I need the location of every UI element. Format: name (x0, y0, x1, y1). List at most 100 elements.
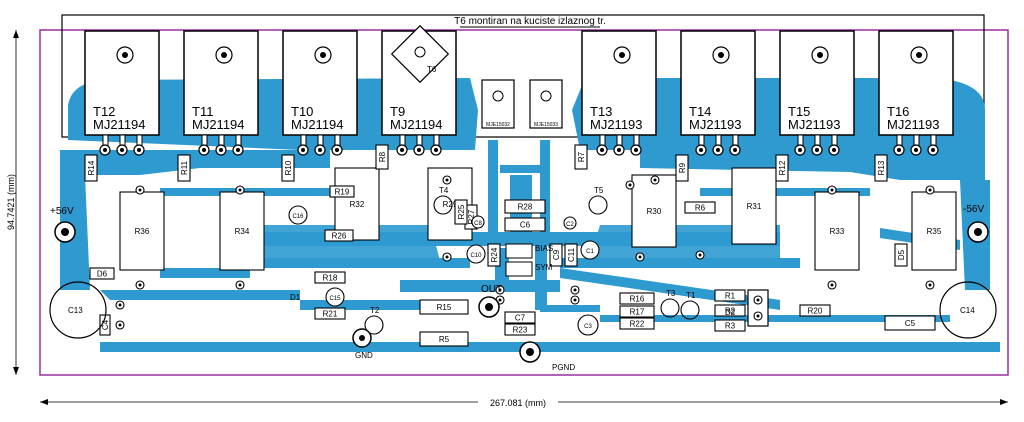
resistor-R15: R15 (419, 299, 469, 315)
C15-label: C15 (329, 296, 341, 302)
C5-label: C5 (905, 319, 916, 328)
C6-label: C6 (520, 221, 531, 230)
BIAS-label: BIAS (535, 244, 553, 253)
resistor-R20: R20 (799, 304, 831, 317)
R2-label: R2 (725, 307, 736, 316)
resistor-R23: R23 (504, 323, 536, 336)
width-label: 267.081 (mm) (490, 398, 546, 408)
resistor-R1: R1 (714, 289, 746, 302)
capacitor-C13: C13 (49, 281, 107, 339)
resistor-R26: R26 (324, 229, 354, 242)
C16-label: C16 (292, 214, 304, 220)
R33-label: R33 (830, 227, 845, 236)
resistor-R19: R19 (329, 185, 355, 198)
height-dimension: 94.7421 (mm) (6, 30, 19, 375)
resistor-C5: C5 (884, 315, 936, 331)
C3-label: C3 (584, 324, 592, 330)
driver-part-left: MJE15032 (486, 122, 510, 128)
resistor-R17: R17 (619, 305, 655, 318)
output-transistor-part: MJ21193 (590, 117, 643, 132)
resistor-R3: R3 (714, 319, 746, 332)
resistor-R28: R28 (504, 199, 546, 214)
heatsink-outline (61, 14, 985, 138)
R1-label: R1 (725, 292, 736, 301)
resistor-R10: R10 (281, 154, 295, 182)
negative-label: -56V (963, 204, 984, 215)
output-transistor-part: MJ21194 (93, 117, 146, 132)
R28-label: R28 (518, 203, 533, 212)
output-transistor-ref: T16 (887, 104, 909, 119)
resistor-R25: R25 (454, 199, 468, 225)
terminal-negative: -56V (963, 204, 989, 243)
output-transistor-ref: T9 (390, 104, 405, 119)
capacitor-C8: C8 (471, 215, 485, 229)
header-note: T6 montiran na kuciste izlaznog tr. (454, 16, 606, 27)
T6-bias-transistor: T6 (390, 24, 450, 84)
resistor-R36: R36 (119, 191, 165, 271)
transistor-T4: T4 (433, 186, 453, 215)
terminal-power-ground: PGND (519, 341, 575, 372)
D5-label: D5 (897, 249, 906, 260)
C1-label: C1 (586, 249, 594, 255)
transistor-T5: T5 (588, 186, 608, 215)
resistor-R22: R22 (619, 317, 655, 330)
T3-label: T3 (666, 289, 676, 298)
R32-label: R32 (350, 200, 365, 209)
R12-label: R12 (778, 160, 787, 175)
D2-label: D2 (725, 308, 736, 317)
C7-label: C7 (515, 314, 526, 323)
output-transistor-part: MJ21193 (788, 117, 841, 132)
R26-label: R26 (332, 232, 347, 241)
C14-label: C14 (960, 306, 975, 315)
resistor-C11: C11 (564, 243, 578, 267)
width-dimension: 267.081 (mm) (40, 396, 1008, 408)
terminal-positive: +56V (50, 206, 76, 243)
transistor-T3: T3 (660, 289, 680, 318)
capacitor-C3: C3 (577, 314, 599, 336)
R16-label: R16 (630, 295, 645, 304)
output-transistor-ref: T13 (590, 104, 612, 119)
resistor-R8: R8 (375, 144, 389, 170)
R5-label: R5 (439, 335, 450, 344)
resistor-R12: R12 (775, 154, 789, 182)
R19-label: R19 (335, 188, 350, 197)
T4-label: T4 (439, 186, 449, 195)
output-transistor-ref: T15 (788, 104, 810, 119)
R34-label: R34 (235, 227, 250, 236)
resistor-C9: C9 (549, 243, 563, 267)
output-transistor-ref: T14 (689, 104, 711, 119)
D6-label: D6 (97, 270, 108, 279)
R7-label: R7 (577, 151, 586, 162)
resistor-R33: R33 (814, 191, 860, 271)
R22-label: R22 (630, 320, 645, 329)
resistor-R14: R14 (84, 154, 98, 182)
resistor-R32: R32 (334, 167, 380, 241)
C2-label: C2 (566, 222, 574, 228)
R14-label: R14 (87, 160, 96, 175)
driver-part-right: MJE15033 (534, 122, 558, 128)
positive-label: +56V (50, 206, 74, 217)
driver-transistor-right: MJE15033 (529, 79, 563, 129)
R24-label: R24 (490, 247, 499, 262)
resistor-R13: R13 (874, 154, 888, 182)
resistor-R24: R24 (487, 243, 501, 267)
capacitor-C16: C16 (288, 205, 308, 225)
resistor-C6: C6 (504, 217, 546, 232)
resistor-R6: R6 (684, 201, 716, 214)
R11-label: R11 (180, 160, 189, 175)
power-ground-label: PGND (552, 363, 575, 372)
R17-label: R17 (630, 308, 645, 317)
R29-label: R29 (443, 200, 458, 209)
resistor-D6: D6 (89, 267, 115, 280)
resistor-R35: R35 (911, 191, 957, 271)
resistor-R18: R18 (314, 271, 346, 284)
terminal-output: OUT (478, 284, 502, 318)
resistor-R30: R30 (631, 174, 677, 248)
